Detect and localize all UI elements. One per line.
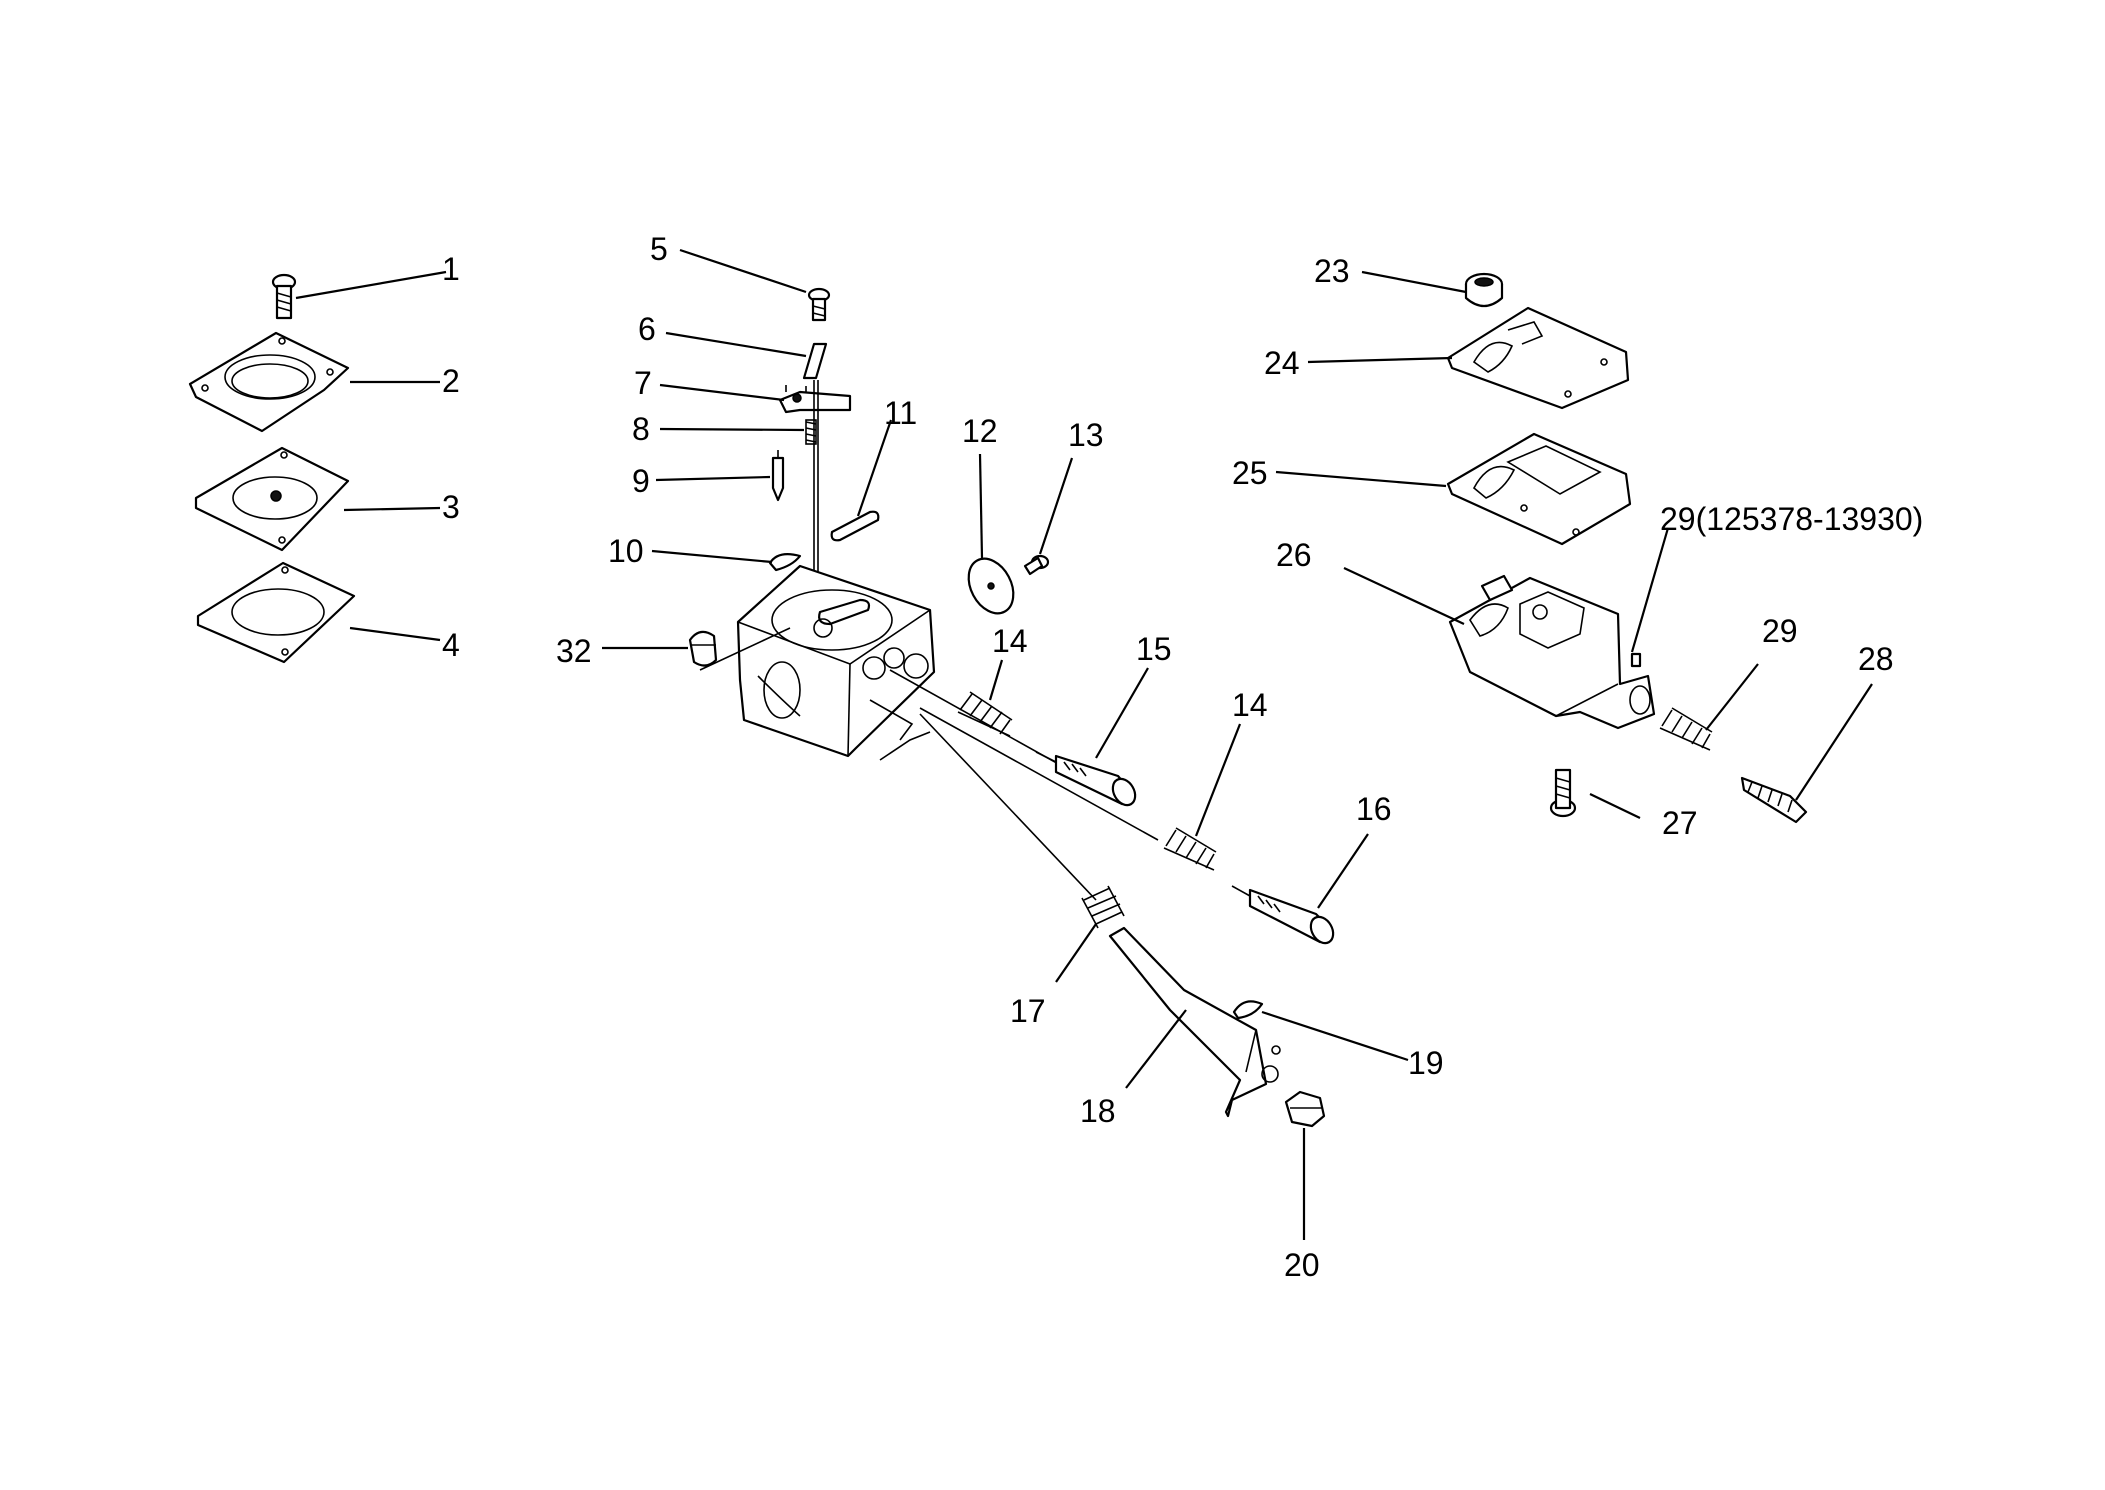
part-32-cap: [688, 630, 718, 667]
label-12: 12: [962, 413, 998, 449]
part-10-clip: [768, 553, 802, 572]
part-28-screw: [1740, 776, 1808, 824]
carburetor-body: [699, 564, 936, 761]
label-4: 4: [442, 627, 460, 663]
label-26: 26: [1276, 537, 1312, 573]
part-15-needle: [1035, 751, 1137, 807]
label-2: 2: [442, 363, 460, 399]
label-6: 6: [638, 311, 656, 347]
label-23: 23: [1314, 253, 1350, 289]
label-29-part-number: 29(125378-13930): [1660, 501, 1923, 537]
part-29-spring: [1659, 707, 1713, 751]
part-9-needle: [771, 450, 785, 502]
label-20: 20: [1284, 1247, 1320, 1283]
part-12-throttle-plate: [967, 557, 1015, 615]
part-1-screw: [271, 273, 297, 320]
part-18-lever: [1108, 926, 1281, 1118]
label-29: 29: [1762, 613, 1798, 649]
label-25: 25: [1232, 455, 1268, 491]
label-32: 32: [556, 633, 592, 669]
part-5-screw: [807, 287, 831, 322]
part-17-spring: [1081, 885, 1125, 929]
part-27-screw: [1549, 768, 1577, 818]
label-5: 5: [650, 231, 668, 267]
label-16: 16: [1356, 791, 1392, 827]
part-19-clip: [1232, 1000, 1264, 1020]
leader-lines: [295, 248, 1873, 1240]
label-15: 15: [1136, 631, 1172, 667]
label-24: 24: [1264, 345, 1300, 381]
label-28: 28: [1858, 641, 1894, 677]
part-23-cap: [1464, 272, 1504, 308]
part-3-diaphragm: [194, 446, 350, 552]
label-1: 1: [442, 251, 460, 287]
part-24-cover-plate: [1446, 306, 1630, 410]
part-14-spring-lower: [1163, 827, 1217, 871]
part-14-spring-upper: [957, 691, 1013, 737]
label-10: 10: [608, 533, 644, 569]
part-25-gasket: [1446, 432, 1632, 546]
label-17: 17: [1010, 993, 1046, 1029]
part-6-pin: [802, 342, 828, 380]
label-14-upper: 14: [992, 623, 1028, 659]
label-8: 8: [632, 411, 650, 447]
label-13: 13: [1068, 417, 1104, 453]
label-11: 11: [884, 395, 917, 431]
part-7-lever: [778, 385, 852, 414]
label-18: 18: [1080, 1093, 1116, 1129]
label-3: 3: [442, 489, 460, 525]
part-16-needle: [1231, 885, 1335, 945]
part-8-spring: [805, 419, 817, 445]
part-labels: 1 2 3 4 5 6 7 8 9 10 11 12 13 32 14 15 1…: [442, 231, 1923, 1283]
label-7: 7: [634, 365, 652, 401]
part-2-diaphragm-cover: [188, 331, 350, 433]
label-19: 19: [1408, 1045, 1444, 1081]
label-27: 27: [1662, 805, 1698, 841]
part-4-gasket: [196, 561, 356, 664]
part-11-pin: [830, 510, 880, 542]
part-13-screw: [1023, 554, 1050, 576]
part-26-pump-body: [1448, 574, 1656, 730]
label-14-lower: 14: [1232, 687, 1268, 723]
part-20-nut: [1284, 1090, 1326, 1128]
label-9: 9: [632, 463, 650, 499]
